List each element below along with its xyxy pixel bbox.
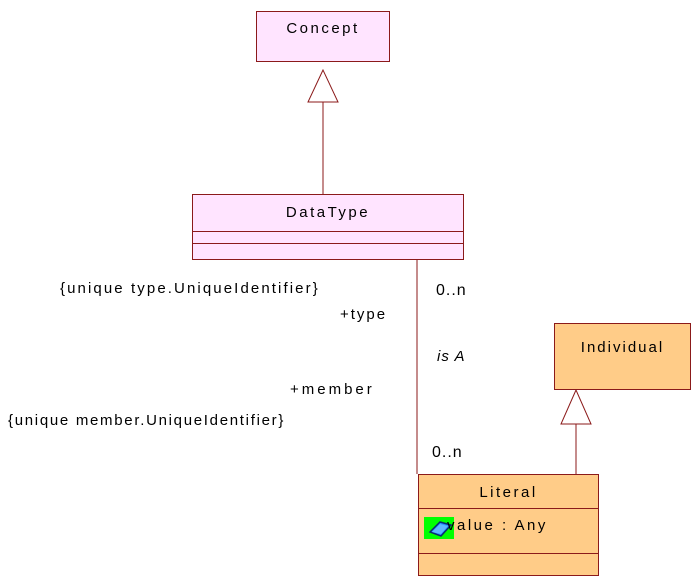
type-end-multiplicity: 0..n (436, 282, 467, 299)
type-end-role: +type (340, 306, 388, 323)
public-attribute-icon (424, 517, 454, 539)
literal-attribute-value: value : Any (447, 517, 548, 534)
generalization-arrowhead-concept (307, 68, 339, 103)
class-literal[interactable]: Literal value : Any (418, 474, 599, 576)
class-datatype-name: DataType (285, 204, 371, 221)
class-datatype-attributes-compartment (193, 231, 463, 243)
class-datatype[interactable]: DataType (192, 194, 464, 260)
member-end-constraint: {unique member.UniqueIdentifier} (8, 412, 286, 429)
class-literal-attributes-compartment: value : Any (419, 508, 598, 553)
class-literal-name: Literal (479, 484, 538, 501)
class-individual-name: Individual (580, 339, 665, 356)
association-name: is A (437, 348, 466, 365)
member-end-role: +member (290, 381, 375, 398)
class-concept[interactable]: Concept (256, 11, 390, 62)
class-individual[interactable]: Individual (554, 323, 691, 390)
generalization-arrowhead-individual (560, 388, 592, 425)
member-end-multiplicity: 0..n (432, 444, 463, 461)
class-literal-operations-compartment (419, 553, 598, 579)
class-concept-name: Concept (286, 20, 360, 37)
type-end-constraint: {unique type.UniqueIdentifier} (60, 280, 320, 297)
class-datatype-operations-compartment (193, 243, 463, 261)
